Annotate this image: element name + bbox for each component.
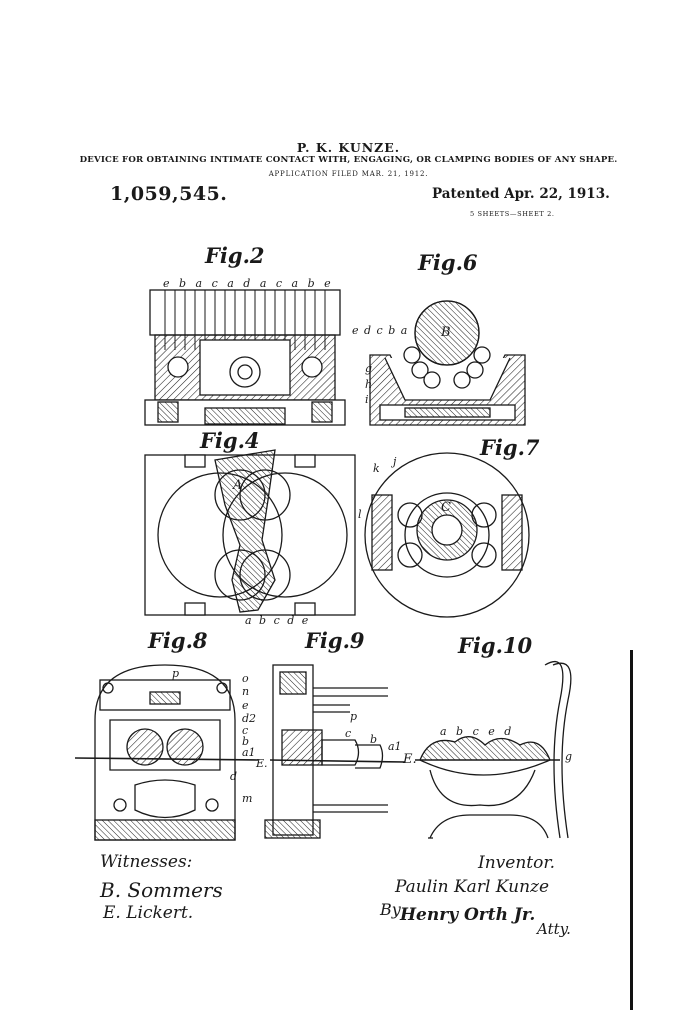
figure-9-drawing xyxy=(264,664,406,839)
patented-date: Patented Apr. 22, 1913. xyxy=(432,186,610,202)
fig-2-parts: e b a c a d a c a b e xyxy=(163,277,334,290)
fig-7-letter-j: j xyxy=(393,455,397,468)
witness-2-signature: E. Lickert. xyxy=(103,903,194,923)
figure-4-drawing xyxy=(144,449,356,616)
fig-8-letter-m: m xyxy=(242,792,253,805)
witness-1-signature: B. Sommers xyxy=(100,878,223,902)
witnesses-label: Witnesses: xyxy=(100,852,193,872)
fig-6-letter-g: g xyxy=(365,362,373,375)
fig-8-letter-p: p xyxy=(172,667,180,680)
fig-8-letter-b: b xyxy=(242,735,250,748)
fig-6-letter-i: i xyxy=(365,393,369,406)
fig-7-label: Fig.7 xyxy=(480,435,540,460)
fig-8-letter-n: n xyxy=(242,685,250,698)
inventor-signature: Paulin Karl Kunze xyxy=(395,877,550,897)
sheet-count: 5 SHEETS—SHEET 2. xyxy=(470,210,555,218)
attorney-signature: Henry Orth Jr. xyxy=(400,905,536,925)
inventor-label: Inventor. xyxy=(478,853,556,873)
fig-9-letter-a1: a1 xyxy=(388,740,402,753)
fig-8-letter-o: o xyxy=(242,672,249,685)
fig-6-body: B xyxy=(441,325,451,340)
figure-10-drawing xyxy=(415,660,572,839)
fig-7-letter-l: l xyxy=(358,508,362,521)
fig-8-letter-E: E. xyxy=(256,757,268,770)
fig-7-letter-k: k xyxy=(373,462,380,475)
patent-title: DEVICE FOR OBTAINING INTIMATE CONTACT WI… xyxy=(79,155,618,165)
fig-6-letter-h: h xyxy=(365,378,373,391)
fig-9-letter-b: b xyxy=(370,733,378,746)
fig-4-label: Fig.4 xyxy=(200,428,260,453)
fig-9-letter-p: p xyxy=(350,710,358,723)
fig-4-body: A xyxy=(233,478,243,493)
fig-8-label: Fig.8 xyxy=(148,628,208,653)
fig-8-letter-e: e xyxy=(242,699,249,712)
fig-10-letter-g: g xyxy=(565,750,573,763)
fig-10-parts: a b c e d xyxy=(440,725,515,738)
fig-6-label: Fig.6 xyxy=(418,250,478,275)
fig-2-label: Fig.2 xyxy=(205,243,265,268)
by-label: By xyxy=(380,900,401,919)
fig-8-letter-a1: a1 xyxy=(242,746,256,759)
inventor-name: P. K. KUNZE. xyxy=(296,140,401,155)
fig-8-letter-c: c xyxy=(242,724,249,737)
figure-7-drawing xyxy=(364,452,530,618)
attorney-label: Atty. xyxy=(537,920,571,938)
fig-9-letter-c: c xyxy=(345,727,352,740)
figure-2-drawing xyxy=(144,289,346,426)
fig-9-letter-E: E. xyxy=(403,752,417,767)
fig-8-letter-d: d xyxy=(230,770,238,783)
patent-number: 1,059,545. xyxy=(110,183,228,205)
fig-9-label: Fig.9 xyxy=(305,628,365,653)
fig-10-label: Fig.10 xyxy=(458,633,533,658)
fig-4-parts: a b c d e xyxy=(245,614,311,627)
figure-6-drawing xyxy=(369,300,526,426)
fig-8-letter-d2: d2 xyxy=(242,712,257,725)
margin-rule xyxy=(630,650,633,1010)
fig-6-parts: e d c b a xyxy=(352,324,409,337)
application-filed: APPLICATION FILED MAR. 21, 1912. xyxy=(268,170,429,178)
fig-7-body: C xyxy=(441,500,451,515)
figure-8-drawing xyxy=(74,664,259,841)
